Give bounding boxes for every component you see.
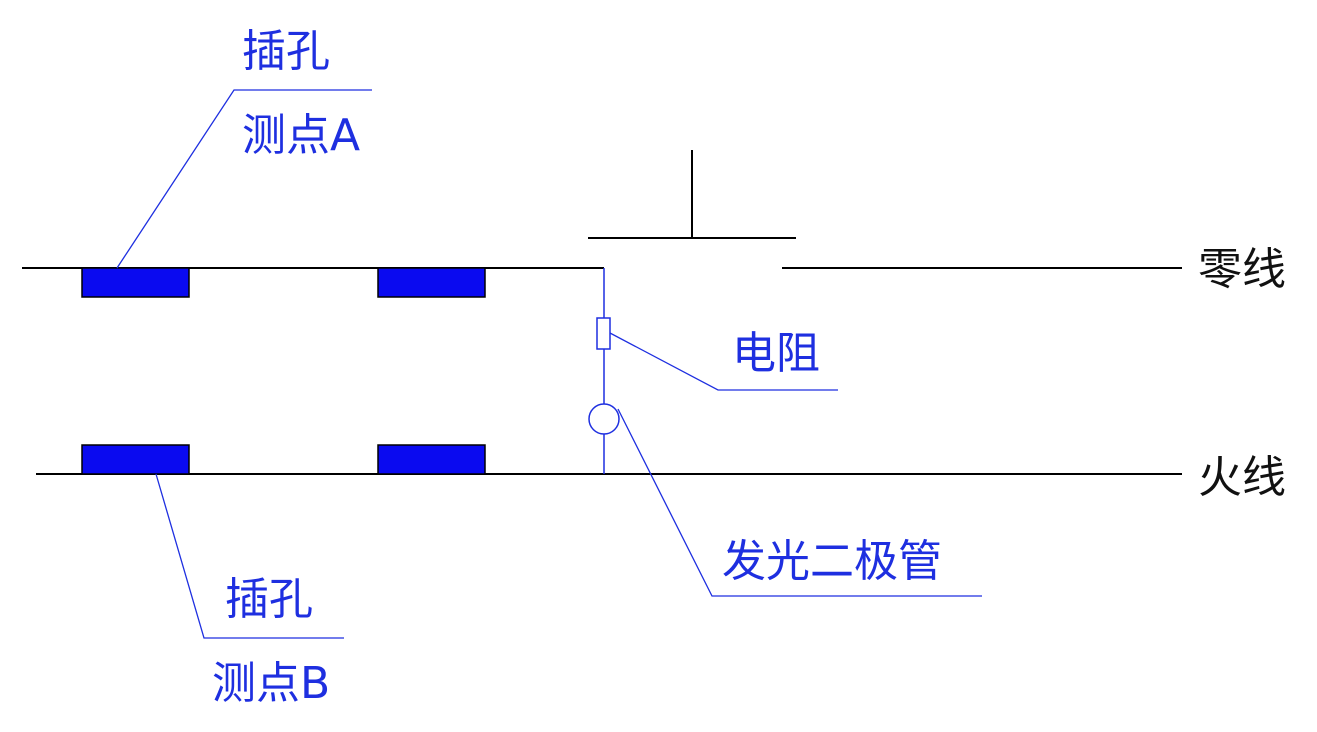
socket-b-contact bbox=[81, 444, 190, 475]
resistor-leader bbox=[609, 332, 838, 391]
led-symbol bbox=[588, 403, 620, 435]
resistor-label: 电阻 bbox=[732, 328, 820, 379]
socket-b-leader bbox=[155, 473, 344, 639]
socket-a-label-line2: 测点A bbox=[242, 110, 360, 161]
socket-a-label-line1: 插孔 bbox=[242, 26, 330, 77]
led-label: 发光二极管 bbox=[722, 536, 942, 587]
socket-a-contact bbox=[81, 267, 190, 298]
led-leader bbox=[617, 408, 982, 597]
socket-a-leader bbox=[116, 89, 372, 269]
live-label: 火线 bbox=[1198, 452, 1286, 503]
socket-b-label-line1: 插孔 bbox=[225, 574, 313, 625]
socket-a2-contact bbox=[377, 267, 486, 298]
neutral-label: 零线 bbox=[1198, 244, 1286, 295]
socket-b-label-line2: 测点B bbox=[212, 658, 330, 709]
socket-b2-contact bbox=[377, 444, 486, 475]
resistor-symbol bbox=[596, 317, 611, 350]
